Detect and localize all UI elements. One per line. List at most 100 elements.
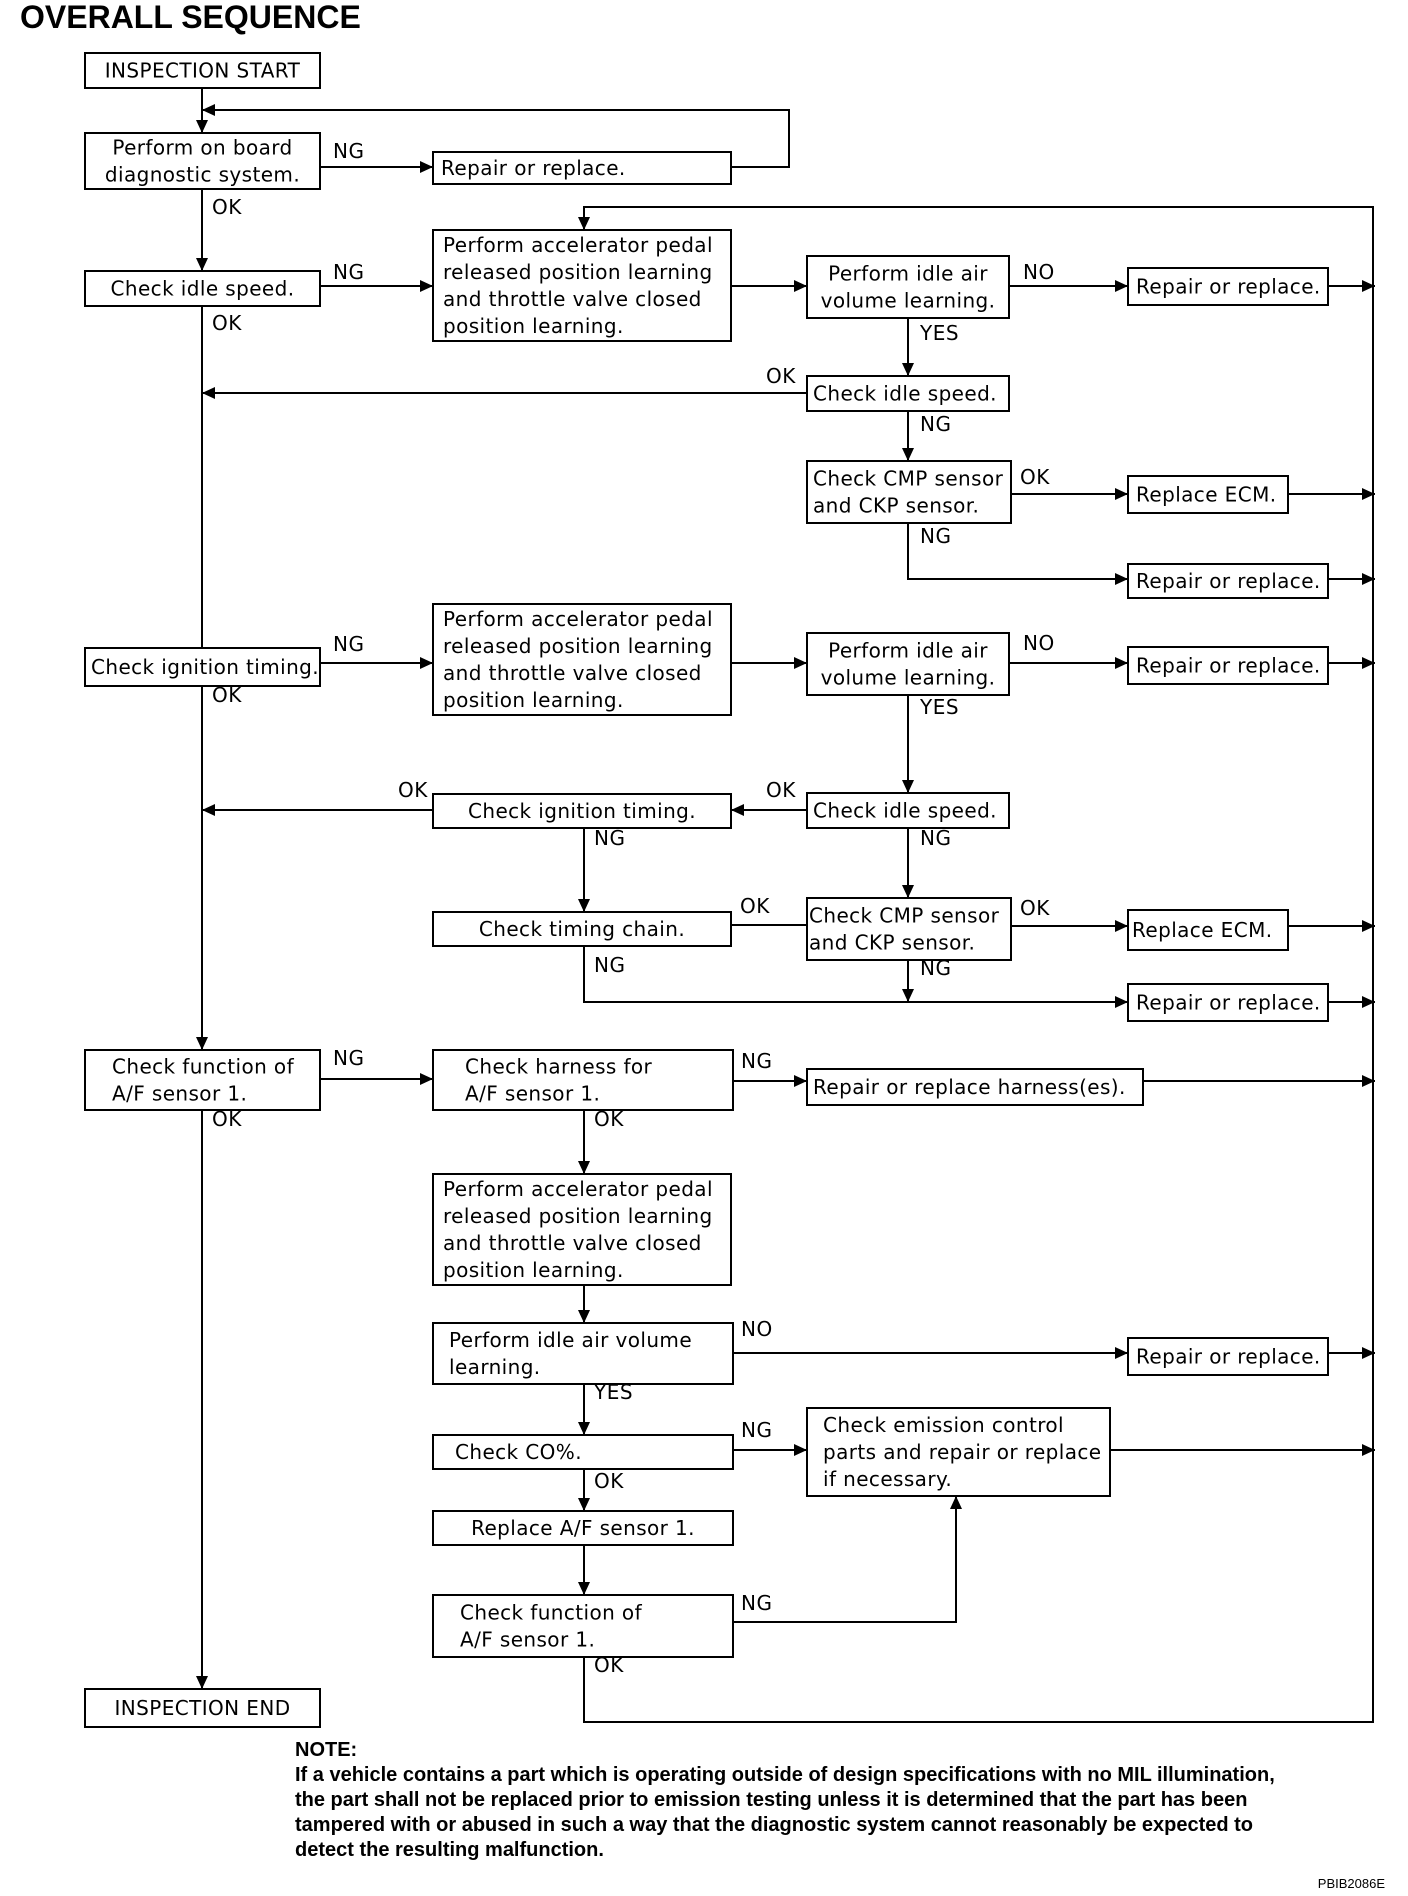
- box-frame: [432, 1173, 732, 1286]
- box-iavl2: Perform idle air volume learning.: [806, 632, 1010, 696]
- arrowhead: [196, 1676, 208, 1689]
- arrowhead: [794, 657, 807, 669]
- branch-label-yes: YES: [593, 1380, 633, 1404]
- box-text-line: Perform accelerator pedal: [443, 233, 713, 257]
- box-frame: [1127, 983, 1329, 1022]
- box-frame: [806, 375, 1010, 412]
- note-line-1: If a vehicle contains a part which is op…: [295, 1764, 1275, 1786]
- box-repair-top: Repair or replace.: [432, 151, 732, 185]
- arrowhead: [1362, 920, 1375, 932]
- connector: [202, 109, 790, 168]
- box-frame: [84, 270, 321, 307]
- arrowhead: [578, 1310, 590, 1323]
- branch-label-ok: OK: [212, 311, 242, 335]
- box-frame: [806, 1407, 1111, 1497]
- arrowhead: [1115, 1347, 1128, 1359]
- box-text-line: Repair or replace.: [1136, 991, 1321, 1015]
- arrowhead: [1362, 573, 1375, 585]
- box-text-line: Check function of: [460, 1601, 643, 1625]
- branch-label-ok: OK: [212, 195, 242, 219]
- box-text-line: A/F sensor 1.: [465, 1082, 600, 1106]
- box-repair-harness: Repair or replace harness(es).: [806, 1068, 1144, 1106]
- box-text-line: volume learning.: [821, 666, 996, 690]
- box-text-line: Replace ECM.: [1136, 483, 1276, 507]
- branch-label-no: NO: [741, 1317, 773, 1341]
- box-text-line: Replace A/F sensor 1.: [471, 1516, 695, 1540]
- box-text-line: Perform idle air: [828, 639, 988, 663]
- box-frame: [1127, 646, 1329, 685]
- arrowhead: [902, 885, 914, 898]
- box-frame: [1127, 1337, 1329, 1376]
- arrowhead: [578, 1582, 590, 1595]
- connector: [907, 523, 1128, 580]
- box-frame: [84, 1688, 321, 1728]
- box-frame: [432, 603, 732, 716]
- box-text-line: Check idle speed.: [813, 382, 997, 406]
- box-frame: [432, 1322, 734, 1385]
- box-ign1: Check ignition timing.: [84, 647, 321, 687]
- arrowhead: [578, 899, 590, 912]
- branch-label-ok: OK: [740, 894, 770, 918]
- note-heading: NOTE:: [295, 1739, 357, 1761]
- box-text-line: released position learning: [443, 634, 713, 658]
- arrowhead: [1362, 280, 1375, 292]
- box-ecm2: Replace ECM.: [1127, 909, 1289, 951]
- box-text-line: Check CMP sensor: [813, 467, 1004, 491]
- arrowhead: [902, 989, 914, 1002]
- branch-label-ok: OK: [594, 1653, 624, 1677]
- arrowhead: [902, 363, 914, 376]
- box-text-line: position learning.: [443, 688, 624, 712]
- box-frame: [806, 792, 1010, 829]
- box-text-line: Repair or replace.: [1136, 654, 1321, 678]
- branch-label-yes: YES: [919, 321, 959, 345]
- branch-label-ok: OK: [766, 364, 796, 388]
- branch-label-ng: NG: [741, 1591, 772, 1615]
- arrowhead: [196, 120, 208, 133]
- box-frame: [432, 793, 732, 829]
- arrowhead: [1362, 1075, 1375, 1087]
- box-ign2: Check ignition timing.: [432, 793, 732, 829]
- box-text-line: Repair or replace.: [1136, 569, 1321, 593]
- box-text-line: and throttle valve closed: [443, 1231, 702, 1255]
- note-line-4: detect the resulting malfunction.: [295, 1839, 604, 1861]
- box-text-line: volume learning.: [821, 289, 996, 313]
- connector-lines: [196, 88, 1375, 1723]
- box-frame: [1127, 267, 1329, 306]
- arrowhead: [794, 1444, 807, 1456]
- arrowhead: [1115, 573, 1128, 585]
- arrowhead: [578, 1161, 590, 1174]
- arrowhead: [578, 217, 590, 230]
- box-co: Check CO%.: [432, 1434, 734, 1470]
- box-frame: [84, 132, 321, 190]
- box-text-line: Check timing chain.: [479, 917, 685, 941]
- box-frame: [806, 1068, 1144, 1106]
- branch-label-ok: OK: [594, 1469, 624, 1493]
- branch-label-ng: NG: [920, 412, 951, 436]
- arrowhead: [1115, 488, 1128, 500]
- arrowhead: [420, 657, 433, 669]
- arrowhead: [1115, 657, 1128, 669]
- branch-label-ng: NG: [594, 953, 625, 977]
- box-frame: [432, 1049, 734, 1111]
- page-title: OVERALL SEQUENCE: [20, 0, 361, 35]
- box-text-line: Perform idle air: [828, 262, 988, 286]
- box-text-line: Check function of: [112, 1055, 295, 1079]
- arrowhead: [1362, 1444, 1375, 1456]
- branch-label-ng: NG: [920, 524, 951, 548]
- box-frame: [432, 1594, 734, 1658]
- box-text-line: position learning.: [443, 1258, 624, 1282]
- box-text-line: Perform accelerator pedal: [443, 607, 713, 631]
- box-repair-r3: Repair or replace.: [1127, 646, 1329, 685]
- box-text-line: Perform idle air volume: [449, 1328, 692, 1352]
- box-text-line: Perform on board: [112, 136, 292, 160]
- branch-label-ok: OK: [212, 1107, 242, 1131]
- branch-label-ng: NG: [741, 1049, 772, 1073]
- arrowhead: [202, 804, 215, 816]
- arrowhead: [420, 1073, 433, 1085]
- box-frame: [806, 632, 1010, 696]
